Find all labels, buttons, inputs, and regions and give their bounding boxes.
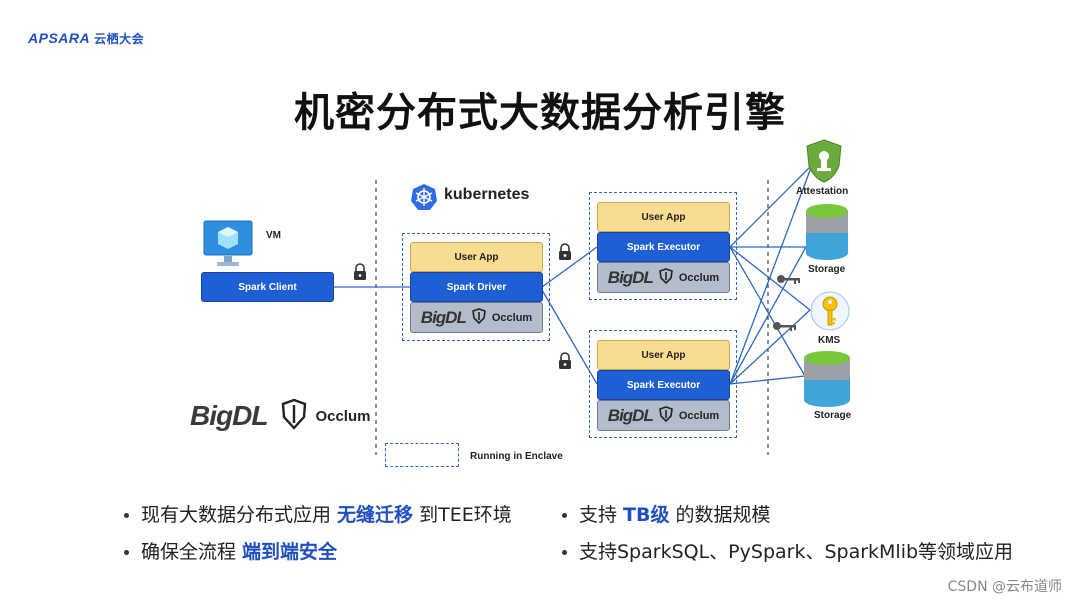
bigdl-logo: BigDL bbox=[607, 267, 654, 287]
occlum-shield-icon bbox=[658, 267, 673, 288]
lock-icon bbox=[559, 352, 571, 369]
storage-cylinder-icon bbox=[806, 204, 848, 260]
legend-enclave-swatch bbox=[385, 443, 459, 467]
csdn-watermark: CSDN @云布道师 bbox=[947, 579, 1062, 595]
bullet-dot bbox=[124, 550, 129, 555]
brand-name: APSARA bbox=[28, 30, 91, 46]
occlum-shield-icon bbox=[281, 398, 307, 434]
vm-label: VM bbox=[266, 230, 281, 241]
bullet-dot bbox=[124, 513, 129, 518]
storage2-label: Storage bbox=[814, 410, 852, 421]
attestation-label: Attestation bbox=[796, 186, 849, 197]
executor2-enclave bbox=[589, 330, 737, 438]
occlum-shield-icon bbox=[658, 405, 673, 426]
executor2-enclave-stack: BigDL Occlum bbox=[597, 400, 730, 431]
kms-key-icon bbox=[810, 291, 850, 331]
executor1-enclave bbox=[589, 192, 737, 300]
bigdl-logo: BigDL bbox=[420, 307, 467, 327]
bigdl-logo: BigDL bbox=[190, 400, 268, 431]
kms-label: KMS bbox=[818, 335, 841, 346]
bullet-text: 支持 bbox=[579, 504, 624, 526]
page-title: 机密分布式大数据分析引擎 bbox=[294, 90, 786, 136]
executor1-user-app: User App bbox=[597, 202, 730, 232]
vm-monitor-icon bbox=[203, 220, 253, 266]
storage-cylinder-icon bbox=[804, 351, 850, 407]
driver-enclave bbox=[402, 233, 550, 341]
spark-driver-box: Spark Driver bbox=[410, 272, 543, 302]
occlum-logo: Occlum bbox=[678, 271, 720, 284]
lock-icon bbox=[559, 243, 571, 260]
bullet-item: 确保全流程 端到端安全 bbox=[124, 537, 337, 564]
occlum-logo: Occlum bbox=[491, 311, 533, 324]
key-icon bbox=[777, 275, 800, 284]
bullet-text: 支持SparkSQL、PySpark、SparkMlib等领域应用 bbox=[579, 541, 1014, 563]
bullet-text: 现有大数据分布式应用 bbox=[141, 504, 338, 526]
occlum-logo: Occlum bbox=[315, 407, 371, 425]
driver-enclave-stack: BigDL Occlum bbox=[410, 302, 543, 333]
bullet-dot bbox=[562, 550, 567, 555]
kubernetes-icon bbox=[411, 184, 437, 210]
bigdl-occlum-logos: BigDL Occlum bbox=[190, 398, 370, 434]
bullet-item: 现有大数据分布式应用 无缝迁移 到TEE环境 bbox=[124, 500, 512, 527]
bullet-text: 确保全流程 bbox=[141, 541, 243, 563]
executor1-enclave-stack: BigDL Occlum bbox=[597, 262, 730, 293]
lock-icon bbox=[354, 263, 366, 280]
driver-user-app: User App bbox=[410, 242, 543, 272]
attestation-shield-icon bbox=[806, 139, 842, 183]
bigdl-logo: BigDL bbox=[607, 405, 654, 425]
bullet-text: 到TEE环境 bbox=[413, 504, 512, 526]
bullet-text: 的数据规模 bbox=[669, 504, 771, 526]
bullet-highlight: 端到端安全 bbox=[242, 541, 338, 563]
executor2-user-app: User App bbox=[597, 340, 730, 370]
bullet-highlight: TB级 bbox=[623, 504, 670, 526]
bullet-item: 支持 TB级 的数据规模 bbox=[562, 500, 771, 527]
brand-name-cn: 云栖大会 bbox=[94, 32, 145, 46]
legend-enclave-label: Running in Enclave bbox=[470, 451, 563, 462]
occlum-shield-icon bbox=[471, 307, 486, 328]
spark-executor2-box: Spark Executor bbox=[597, 370, 730, 400]
bullet-highlight: 无缝迁移 bbox=[337, 504, 414, 526]
bullet-dot bbox=[562, 513, 567, 518]
kubernetes-label: kubernetes bbox=[444, 186, 530, 203]
spark-executor1-box: Spark Executor bbox=[597, 232, 730, 262]
storage1-label: Storage bbox=[808, 264, 846, 275]
occlum-logo: Occlum bbox=[678, 409, 720, 422]
bullet-item: 支持SparkSQL、PySpark、SparkMlib等领域应用 bbox=[562, 537, 1013, 564]
key-icon bbox=[773, 322, 796, 331]
spark-client-box: Spark Client bbox=[201, 272, 334, 302]
